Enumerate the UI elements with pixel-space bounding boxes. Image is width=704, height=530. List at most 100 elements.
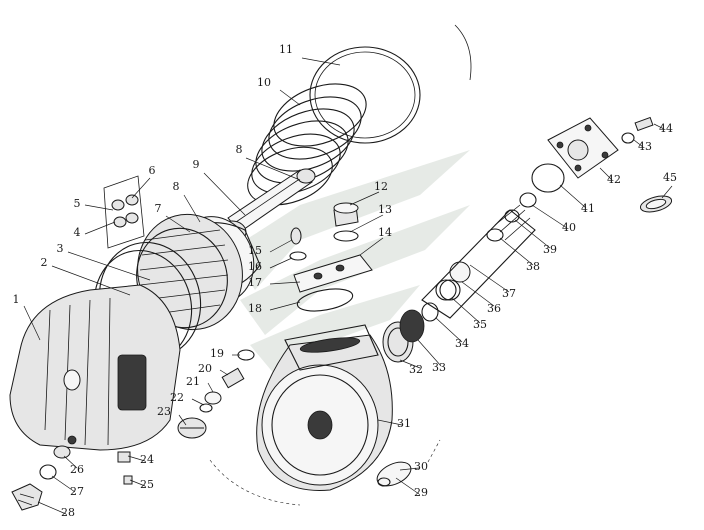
callout-label-7: 7 xyxy=(155,202,162,215)
part-7-cylinder xyxy=(136,213,243,331)
leader-line-12 xyxy=(349,191,380,206)
leader-line-13 xyxy=(349,214,384,233)
callout-label-14: 14 xyxy=(378,226,392,239)
leader-line-27 xyxy=(51,475,76,493)
callout-label-5: 5 xyxy=(74,197,81,210)
callout-label-12: 12 xyxy=(374,180,388,193)
leader-line-10 xyxy=(279,89,301,106)
callout-label-24: 24 xyxy=(140,453,154,466)
callout-label-42: 42 xyxy=(607,173,621,186)
leader-line-4 xyxy=(84,221,116,235)
callout-label-22: 22 xyxy=(170,391,184,404)
callout-label-6: 6 xyxy=(149,164,156,177)
callout-label-44: 44 xyxy=(659,122,673,135)
leader-line-11 xyxy=(301,57,341,66)
leader-line-31 xyxy=(377,419,403,426)
leader-line-6 xyxy=(131,177,151,199)
leader-line-24 xyxy=(127,455,146,462)
callout-label-37: 37 xyxy=(502,287,516,300)
callout-label-13: 13 xyxy=(378,203,392,216)
alignment-lines xyxy=(209,439,441,506)
part-4-6-plate xyxy=(103,175,145,249)
leader-line-21 xyxy=(207,382,214,393)
part-31-crankcase xyxy=(256,324,393,491)
callout-label-41: 41 xyxy=(581,202,595,215)
part-43-44-bolt xyxy=(621,116,654,144)
callout-label-17: 17 xyxy=(248,276,262,289)
part-32-33-rings xyxy=(382,309,425,363)
callout-label-36: 36 xyxy=(487,302,501,315)
leader-line-29 xyxy=(395,477,420,495)
callout-label-39: 39 xyxy=(543,243,557,256)
leader-line-35 xyxy=(451,297,481,324)
part-1-head-cover xyxy=(9,284,181,451)
callout-label-38: 38 xyxy=(526,260,540,273)
callout-label-18: 18 xyxy=(248,302,262,315)
leader-line-32 xyxy=(399,359,421,369)
leader-line-16 xyxy=(269,257,293,269)
callout-label-29: 29 xyxy=(414,486,428,499)
callout-label-16: 16 xyxy=(248,260,262,273)
leader-line-34 xyxy=(435,317,463,343)
callout-label-2: 2 xyxy=(41,256,48,269)
leader-line-30 xyxy=(399,467,420,471)
callout-label-23: 23 xyxy=(157,405,171,418)
callout-label-3: 3 xyxy=(57,242,64,255)
callout-label-8a: 8 xyxy=(173,180,180,193)
callout-label-40: 40 xyxy=(562,221,576,234)
callout-label-9: 9 xyxy=(193,158,200,171)
leader-line-5 xyxy=(84,204,114,211)
callout-label-25: 25 xyxy=(140,478,154,491)
leader-line-41 xyxy=(559,184,587,209)
leader-line-40 xyxy=(531,204,568,229)
part-11-ring xyxy=(309,46,421,144)
callout-labels: 1234567889101112131415161718192021222324… xyxy=(13,43,678,519)
leader-line-33 xyxy=(417,339,442,367)
callout-label-28: 28 xyxy=(61,506,75,519)
leader-line-36 xyxy=(461,281,495,307)
callout-label-32: 32 xyxy=(409,363,423,376)
callout-label-34: 34 xyxy=(455,337,469,350)
callout-label-27: 27 xyxy=(70,485,84,498)
leader-line-20 xyxy=(219,369,229,376)
callout-label-15: 15 xyxy=(248,244,262,257)
leader-line-2 xyxy=(51,265,131,296)
leader-line-1 xyxy=(23,305,41,341)
callout-label-45: 45 xyxy=(663,171,677,184)
part-29-30-cover xyxy=(376,461,412,487)
callout-label-21: 21 xyxy=(186,375,200,388)
callout-label-35: 35 xyxy=(473,318,487,331)
callout-label-30: 30 xyxy=(414,460,428,473)
part-24-28-fittings xyxy=(11,445,133,511)
leader-line-15 xyxy=(269,239,293,253)
callout-label-4: 4 xyxy=(74,226,81,239)
leader-line-39 xyxy=(514,219,551,249)
callout-label-11: 11 xyxy=(279,43,293,56)
leader-line-25 xyxy=(129,479,146,487)
part-19-23-small-parts xyxy=(177,349,255,439)
leader-line-44 xyxy=(653,123,665,130)
part-42-flange xyxy=(547,117,619,179)
leader-line-9 xyxy=(203,172,246,216)
callout-label-33: 33 xyxy=(432,361,446,374)
callout-label-43: 43 xyxy=(638,140,652,153)
part-45-clip xyxy=(639,195,673,213)
part-10-spring xyxy=(247,83,367,206)
callout-label-10: 10 xyxy=(257,76,271,89)
leader-line-8b xyxy=(245,157,301,181)
leader-line-28 xyxy=(37,501,67,515)
leader-line-38 xyxy=(499,237,534,266)
outline-arc xyxy=(454,24,472,81)
callout-label-8b: 8 xyxy=(236,143,243,156)
leader-line-45 xyxy=(661,185,673,199)
leader-line-37 xyxy=(469,264,510,293)
leader-line-3 xyxy=(67,251,151,281)
callout-label-31: 31 xyxy=(397,417,411,430)
part-34-41-valve-stack xyxy=(421,163,565,322)
part-12-18-cap-assembly xyxy=(289,202,373,312)
callout-label-26: 26 xyxy=(70,463,84,476)
leader-line-23 xyxy=(178,414,187,426)
callout-label-19: 19 xyxy=(210,347,224,360)
